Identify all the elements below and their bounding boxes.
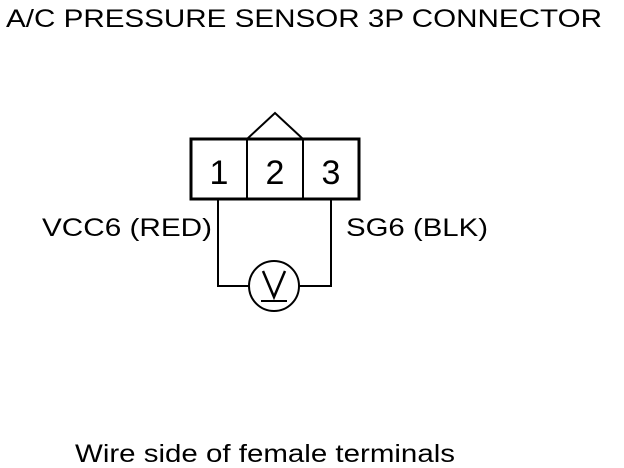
connector-lock-tab	[246, 111, 304, 140]
terminal-3-label: 3	[322, 154, 341, 192]
wire-left-label: VCC6 (RED)	[42, 214, 212, 242]
terminal-2-label: 2	[266, 154, 285, 192]
voltmeter-v-symbol	[261, 270, 287, 301]
wire-left	[217, 199, 249, 287]
wire-right	[299, 199, 332, 287]
voltmeter-circle	[248, 260, 300, 312]
voltmeter-icon	[248, 260, 300, 312]
diagram-caption: Wire side of female terminals	[75, 440, 455, 468]
connector-body	[189, 137, 361, 201]
wire-right-label: SG6 (BLK)	[346, 214, 488, 242]
diagram-title: A/C PRESSURE SENSOR 3P CONNECTOR	[6, 5, 602, 33]
terminal-1-label: 1	[210, 154, 229, 192]
